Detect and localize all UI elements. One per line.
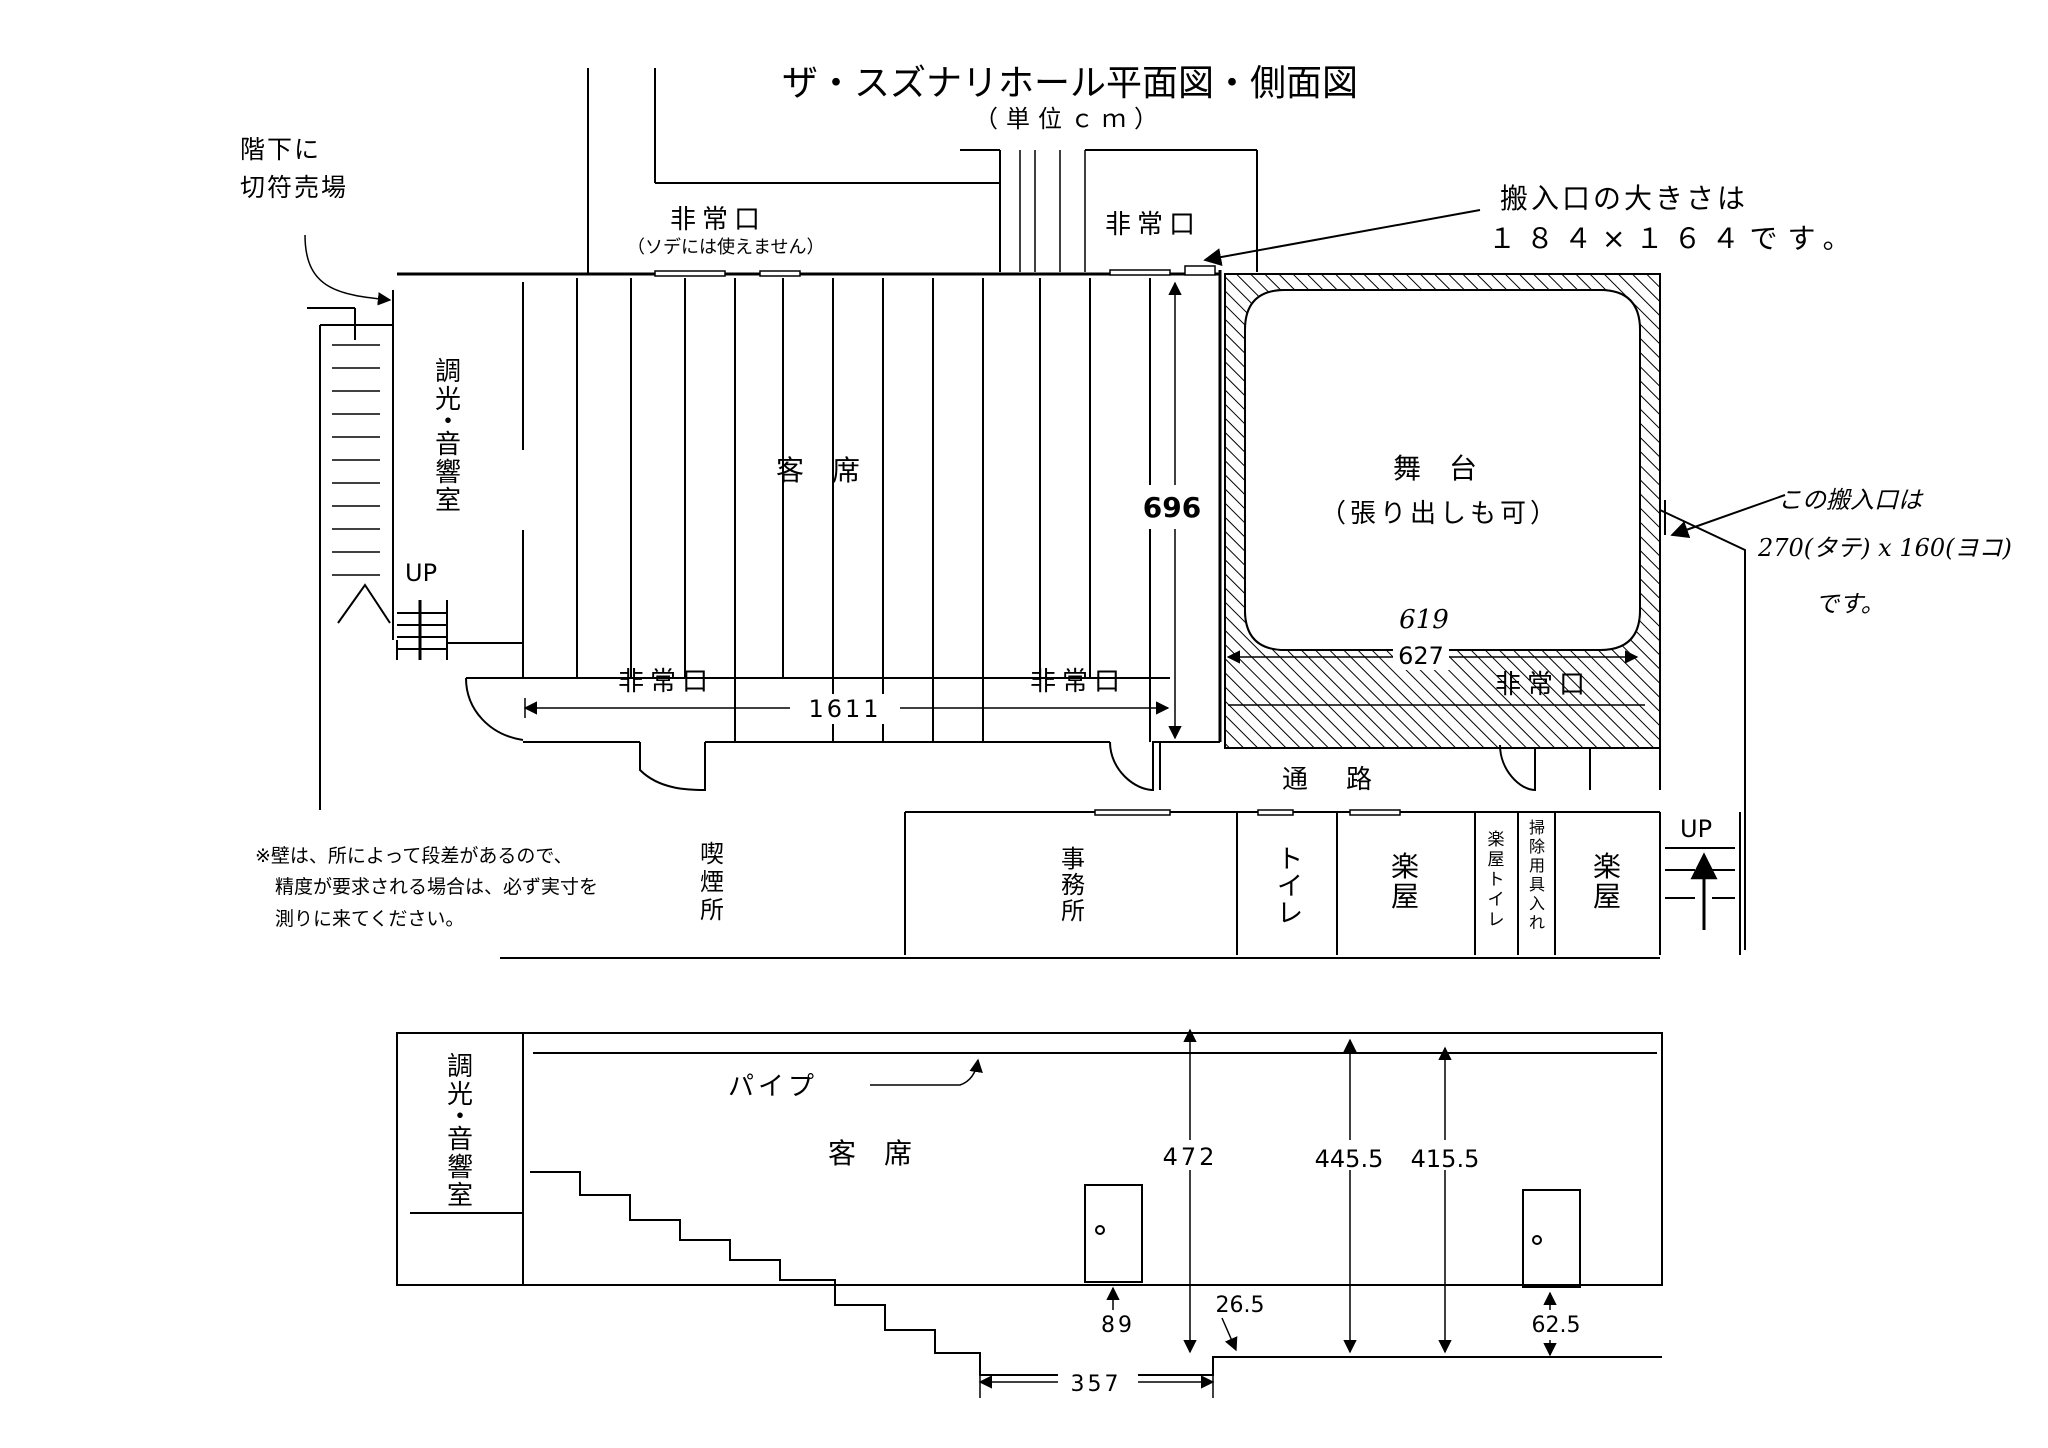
office-char-1: 事 xyxy=(1061,845,1085,873)
dressing-room-2-label: 楽 屋 xyxy=(1593,850,1621,913)
dim-627-label: 627 xyxy=(1398,642,1444,670)
emergency-exit-bottom-left: 非常口 xyxy=(618,667,714,697)
cleaning-char-6: れ xyxy=(1529,913,1545,932)
side-control-char-6: 室 xyxy=(447,1181,473,1211)
side-dock-callout: この搬入口は 270(タテ) x 160(ヨコ) です。 xyxy=(1670,486,2012,618)
ticket-note-line-2: 切符売場 xyxy=(240,173,348,202)
dressing-room-1-label: 楽 屋 xyxy=(1391,850,1419,913)
dim-619-handwritten: 619 xyxy=(1399,605,1449,635)
cleaning-storage-label: 掃 除 用 具 入 れ xyxy=(1529,818,1545,932)
office-char-3: 所 xyxy=(1061,897,1085,925)
side-seating-label: 客 席 xyxy=(828,1137,912,1170)
emergency-exit-top-left: 非常口 xyxy=(670,205,766,235)
dressing-toilet-char-2: 屋 xyxy=(1488,850,1505,870)
corridor-lines xyxy=(587,68,1258,275)
smoking-char-1: 喫 xyxy=(700,840,724,868)
cleaning-char-2: 除 xyxy=(1529,837,1545,856)
side-dock-note-line-1: この搬入口は xyxy=(1778,486,1924,514)
dressing2-char-2: 屋 xyxy=(1593,880,1621,913)
wall-note-line-2: 精度が要求される場合は、必ず実寸を xyxy=(275,876,598,898)
side-control-char-3: ・ xyxy=(447,1102,473,1132)
seating-label: 客 席 xyxy=(776,454,860,487)
dim-472-label: 472 xyxy=(1163,1143,1218,1171)
unit-note: （単位ｃｍ） xyxy=(974,105,1166,133)
loading-dock-callout: 搬入口の大きさは １８４×１６４です。 xyxy=(1203,182,1861,266)
dim-62-5-label: 62.5 xyxy=(1532,1313,1581,1338)
cleaning-char-3: 用 xyxy=(1529,856,1545,875)
loading-dock-note-line-2: １８４×１６４です。 xyxy=(1488,222,1861,255)
dim-26-5-label: 26.5 xyxy=(1216,1293,1265,1318)
pipe-label: パイプ xyxy=(728,1072,818,1102)
office-label: 事 務 所 xyxy=(1061,845,1085,925)
ticket-office-note: 階下に 切符売場 xyxy=(240,135,392,306)
dressing1-char-1: 楽 xyxy=(1391,850,1419,883)
side-dock-note-line-2: 270(タテ) x 160(ヨコ) xyxy=(1757,534,2012,562)
cleaning-char-4: 具 xyxy=(1529,875,1545,894)
toilet-char-3: レ xyxy=(1277,899,1303,929)
stage-label: 舞 台 xyxy=(1393,452,1477,485)
wall-note-line-3: 測りに来てください。 xyxy=(275,908,464,930)
dressing-toilet-char-1: 楽 xyxy=(1488,830,1505,850)
emergency-exit-stage: 非常口 xyxy=(1495,670,1591,700)
side-view xyxy=(396,1032,1663,1376)
wall-note-line-1: ※壁は、所によって段差があるので、 xyxy=(255,845,573,867)
dressing-toilet-label: 楽 屋 ト イ レ xyxy=(1488,830,1505,930)
control-room-label: 調 光 ・ 音 響 室 xyxy=(435,357,461,516)
control-room-char-2: 光 xyxy=(435,385,461,415)
side-control-char-4: 音 xyxy=(447,1125,473,1155)
smoking-char-3: 所 xyxy=(700,896,724,924)
dressing-toilet-char-3: ト xyxy=(1488,870,1505,890)
dressing-toilet-char-4: イ xyxy=(1488,890,1505,910)
office-char-2: 務 xyxy=(1061,871,1085,899)
toilet-char-1: ト xyxy=(1277,845,1303,875)
side-dock-note-line-3: です。 xyxy=(1815,590,1885,618)
control-room-char-4: 音 xyxy=(435,430,461,460)
dressing2-char-1: 楽 xyxy=(1593,850,1621,883)
dim-1611-label: 1611 xyxy=(808,695,881,723)
up-label-left: UP xyxy=(405,559,437,587)
toilet-label: ト イ レ xyxy=(1277,845,1303,929)
wall-accuracy-note: ※壁は、所によって段差があるので、 精度が要求される場合は、必ず実寸を 測りに来… xyxy=(255,845,598,930)
stair-treads xyxy=(332,344,380,576)
smoking-area-label: 喫 煙 所 xyxy=(700,840,724,924)
ticket-note-line-1: 階下に xyxy=(240,135,321,164)
passage-label: 通 路 xyxy=(1282,765,1378,795)
loading-dock-note-line-1: 搬入口の大きさは xyxy=(1500,182,1748,215)
dim-415-5-label: 415.5 xyxy=(1411,1145,1480,1173)
dim-445-5-label: 445.5 xyxy=(1315,1145,1384,1173)
cleaning-char-1: 掃 xyxy=(1529,818,1545,837)
side-control-char-1: 調 xyxy=(447,1052,473,1082)
emergency-exit-bottom-middle: 非常口 xyxy=(1030,667,1126,697)
emergency-exit-top-left-note: （ソデには使えません） xyxy=(627,237,824,258)
dressing-toilet-char-5: レ xyxy=(1488,910,1505,930)
up-label-right: UP xyxy=(1680,815,1712,843)
side-control-char-2: 光 xyxy=(447,1080,473,1110)
side-control-room-label: 調 光 ・ 音 響 室 xyxy=(447,1052,473,1211)
control-room-char-1: 調 xyxy=(435,357,461,387)
control-room-char-6: 室 xyxy=(435,486,461,516)
dim-696-label: 696 xyxy=(1143,491,1201,524)
up-stairs-right: UP xyxy=(1665,815,1735,930)
control-room-char-5: 響 xyxy=(435,458,461,488)
control-room-char-3: ・ xyxy=(435,407,461,437)
side-control-char-5: 響 xyxy=(447,1153,473,1183)
dressing1-char-2: 屋 xyxy=(1391,880,1419,913)
emergency-exit-top-right: 非常口 xyxy=(1105,210,1201,240)
dim-89-label: 89 xyxy=(1101,1313,1135,1338)
stage-note: （張り出しも可） xyxy=(1320,499,1560,529)
dim-357-label: 357 xyxy=(1071,1372,1122,1397)
toilet-char-2: イ xyxy=(1277,872,1303,902)
cleaning-char-5: 入 xyxy=(1529,894,1545,913)
drawing-title: ザ・スズナリホール平面図・側面図 xyxy=(782,63,1358,104)
smoking-char-2: 煙 xyxy=(700,868,724,896)
